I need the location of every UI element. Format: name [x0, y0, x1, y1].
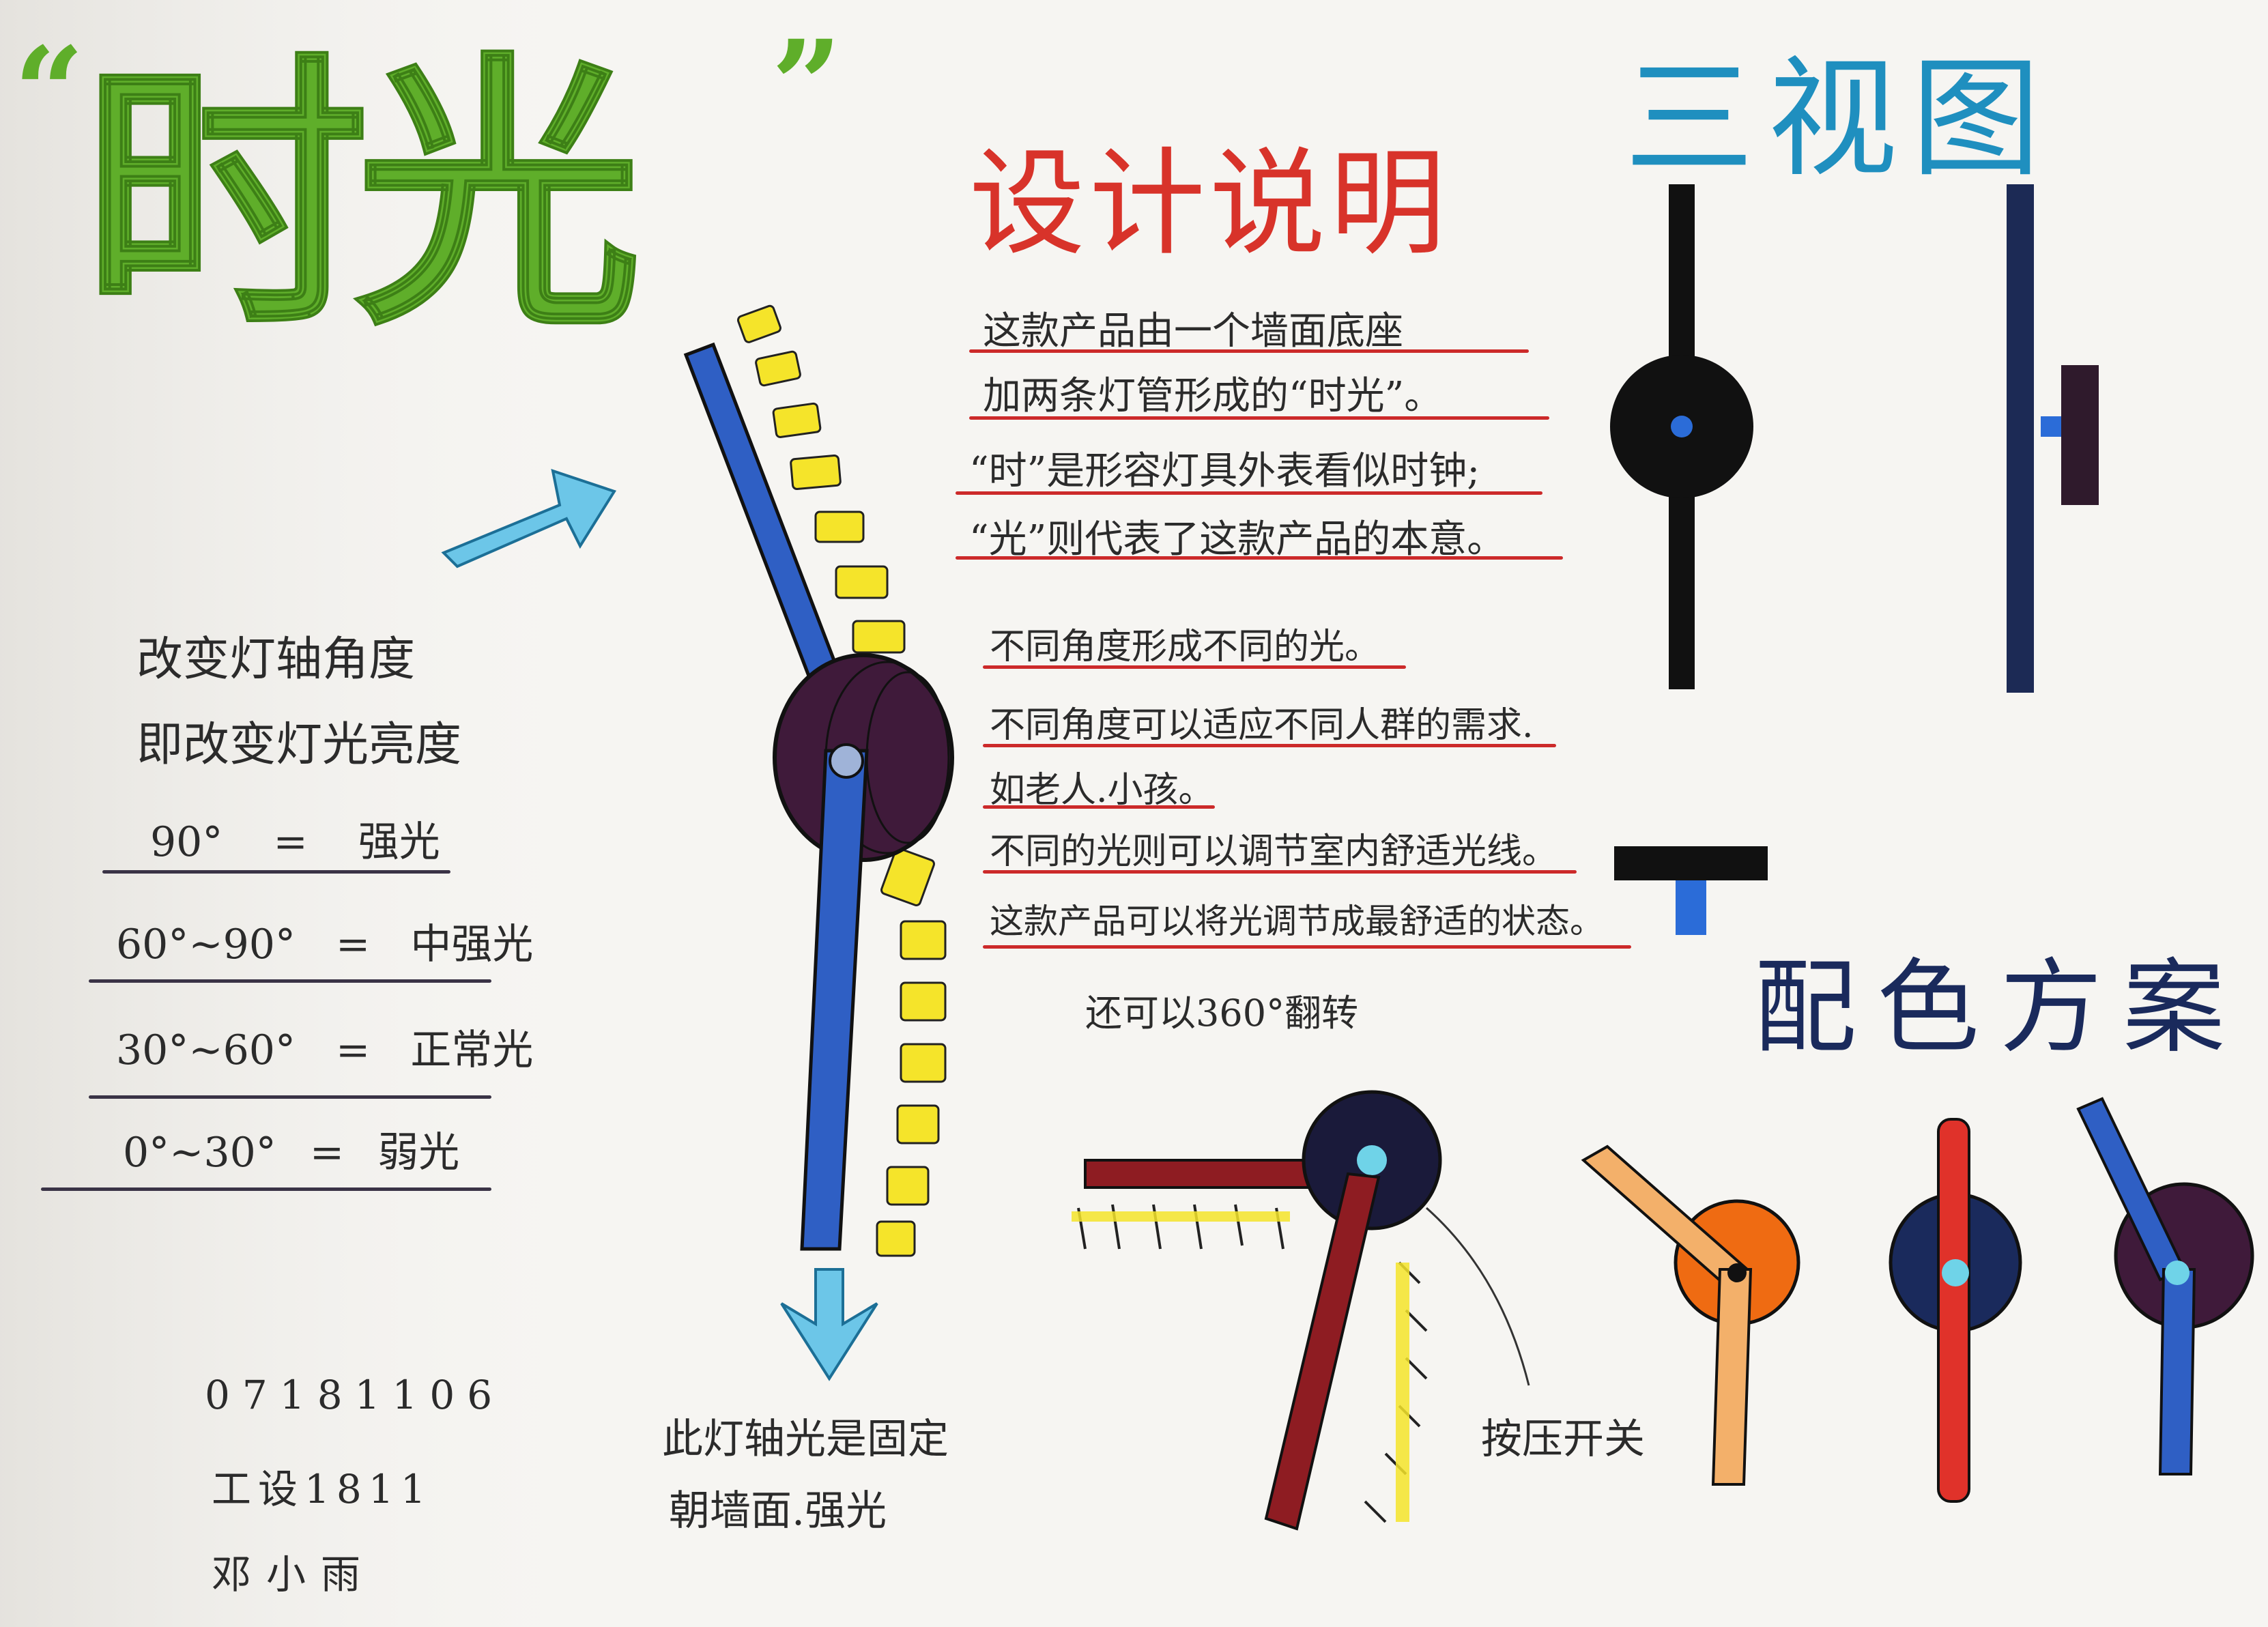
design-note-line-7: 如老人.小孩。 [990, 770, 1214, 811]
underline [983, 870, 1577, 874]
three-views-heading: 三视图 [1624, 14, 2054, 201]
student-id: 07181106 [205, 1372, 505, 1418]
three-view-drawings [1610, 184, 2099, 935]
title-open-quote: “ [14, 20, 85, 164]
angle-row-4: 0°~30° = 弱光 [123, 1119, 459, 1179]
title-close-quote: ” [771, 14, 842, 158]
design-note-line-2: 加两条灯管形成的“时光”。 [983, 374, 1443, 418]
underline [956, 491, 1542, 495]
down-arrow-icon [780, 1268, 878, 1381]
light-level: 中强光 [410, 921, 534, 968]
glow-ticks [1077, 1204, 1428, 1523]
color-scheme-lamps [1581, 1097, 2254, 1503]
angle-row-1: 90° = 强光 [150, 809, 440, 868]
rotating-lamp-illustration [1072, 1090, 1530, 1531]
angle-value: 90° [150, 818, 223, 866]
equals-sign: = [336, 921, 371, 968]
design-note-line-4: “光”则代表了这款产品的本意。 [969, 517, 1506, 562]
page-title: 时光 [81, 31, 643, 364]
equals-sign: = [309, 1129, 345, 1177]
glow-marks-upper [736, 304, 906, 654]
angle-note-line-1: 改变灯轴角度 [137, 633, 416, 687]
light-level: 正常光 [410, 1026, 534, 1074]
light-level: 弱光 [377, 1129, 460, 1177]
underline [983, 744, 1556, 747]
paper-shadow [0, 0, 614, 1627]
author-name: 邓小雨 [212, 1551, 376, 1598]
pointer-arrow-icon [441, 469, 617, 568]
design-note-line-8: 不同的光则可以调节室内舒适光线。 [990, 831, 1558, 872]
angle-row-3: 30°~60° = 正常光 [116, 1017, 533, 1076]
equals-sign: = [336, 1026, 371, 1074]
design-note-line-6: 不同角度可以适应不同人群的需求. [990, 705, 1534, 746]
fixed-axis-note-line-2: 朝墙面.强光 [669, 1487, 887, 1535]
design-notes-heading: 设计说明 [969, 136, 1450, 272]
design-note-line-5: 不同角度形成不同的光。 [990, 627, 1381, 667]
button-label: 按压开关 [1481, 1415, 1645, 1463]
glow-marks-lower [876, 848, 947, 1257]
color-scheme-heading: 配色方案 [1754, 949, 2246, 1067]
underline [102, 870, 450, 874]
underline [983, 945, 1631, 949]
angle-value: 0°~30° [123, 1129, 276, 1177]
angle-note-line-2: 即改变灯光亮度 [137, 718, 462, 772]
rotation-note: 还可以360°翻转 [1085, 992, 1359, 1035]
underline [983, 665, 1406, 669]
fixed-axis-note-line-1: 此灯轴光是固定 [662, 1415, 949, 1463]
class-name: 工设1811 [212, 1466, 433, 1512]
angle-row-2: 60°~90° = 中强光 [116, 911, 533, 970]
light-level: 强光 [358, 818, 440, 866]
angle-value: 60°~90° [116, 921, 296, 968]
underline [89, 1095, 491, 1099]
underline [956, 556, 1563, 560]
underline [969, 349, 1529, 353]
design-note-line-9: 这款产品可以将光调节成最舒适的状态。 [990, 902, 1604, 941]
main-lamp-illustration [683, 304, 954, 1257]
underline [89, 979, 491, 983]
equals-sign: = [273, 818, 308, 866]
angle-value: 30°~60° [116, 1026, 296, 1074]
design-note-line-3: “时”是形容灯具外表看似时钟; [969, 449, 1480, 493]
design-note-line-1: 这款产品由一个墙面底座 [983, 309, 1403, 354]
underline [969, 416, 1549, 420]
underline [983, 805, 1215, 809]
underline [41, 1187, 491, 1191]
three-views-heading-text: 三视图 [1624, 44, 2055, 195]
